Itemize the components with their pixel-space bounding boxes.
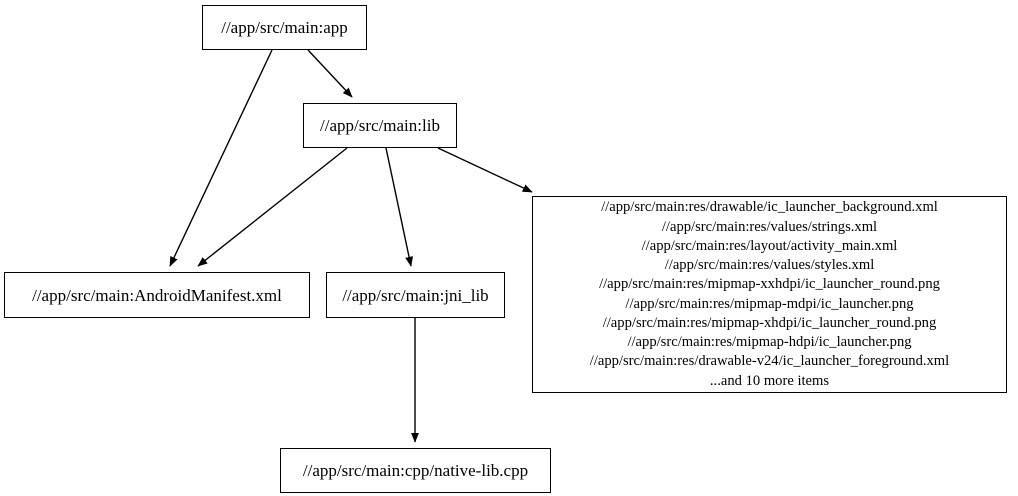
edge-lib-to-jni-lib	[385, 147, 414, 267]
edge-lib-to-res	[437, 147, 533, 193]
graph-node-res-bundle[interactable]: //app/src/main:res/drawable/ic_launcher_…	[532, 196, 1007, 393]
graph-node-jni-lib[interactable]: //app/src/main:jni_lib	[326, 272, 505, 318]
edge-app-to-lib	[307, 49, 353, 98]
graph-node-android-manifest-label: //app/src/main:AndroidManifest.xml	[32, 285, 282, 305]
graph-node-app[interactable]: //app/src/main:app	[202, 5, 367, 50]
graph-node-lib[interactable]: //app/src/main:lib	[303, 103, 457, 148]
graph-node-lib-label: //app/src/main:lib	[320, 116, 440, 135]
edge-app-to-manifest	[169, 49, 273, 267]
graph-node-native-lib-cpp-label: //app/src/main:cpp/native-lib.cpp	[302, 461, 529, 480]
graph-node-app-label: //app/src/main:app	[221, 18, 348, 37]
edge-lib-to-manifest	[197, 147, 348, 267]
graph-node-res-bundle-label: //app/src/main:res/drawable/ic_launcher_…	[589, 199, 950, 389]
graph-node-android-manifest[interactable]: //app/src/main:AndroidManifest.xml	[4, 272, 310, 318]
graph-node-jni-lib-label: //app/src/main:jni_lib	[342, 285, 489, 305]
graph-node-native-lib-cpp[interactable]: //app/src/main:cpp/native-lib.cpp	[280, 448, 551, 493]
